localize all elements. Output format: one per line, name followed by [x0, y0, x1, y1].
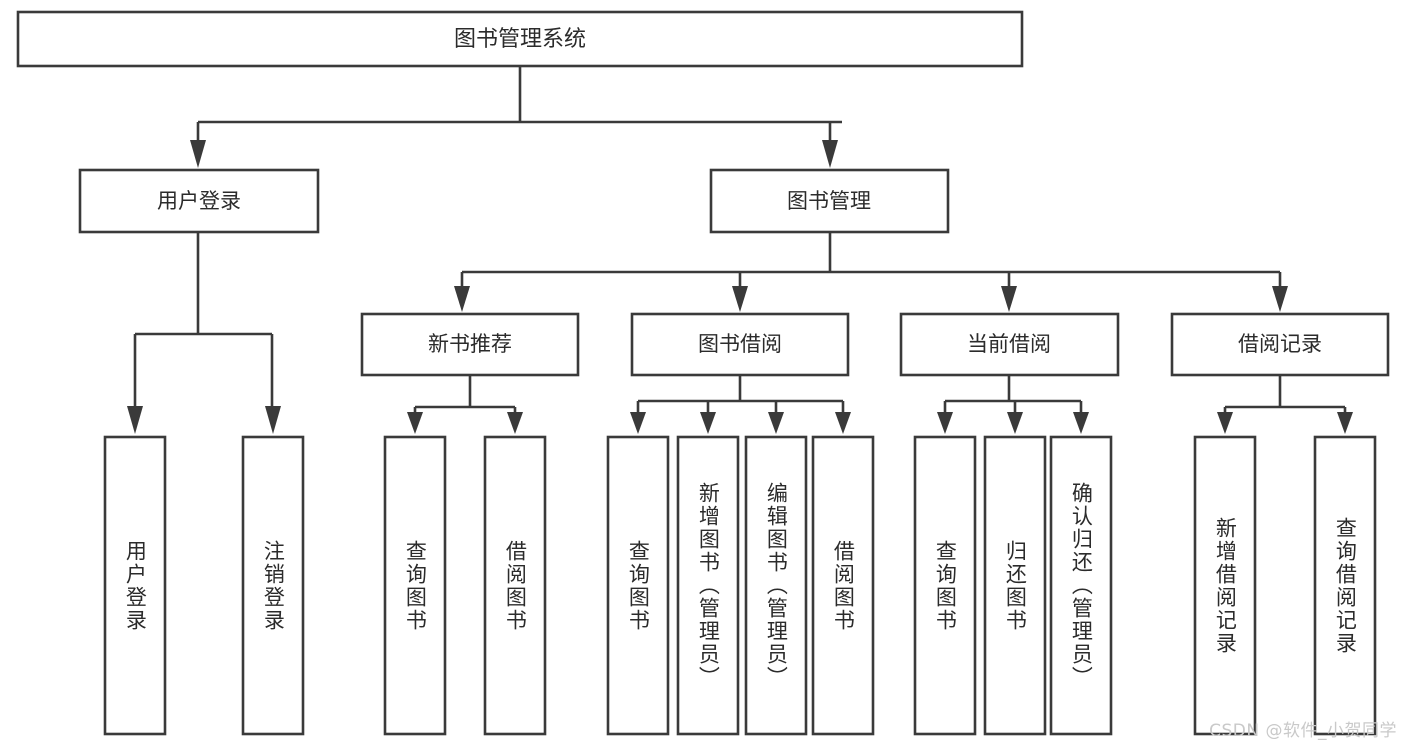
node-book-manage-label: 图书管理: [787, 189, 871, 213]
node-new-book-recommend-label: 新书推荐: [428, 332, 512, 356]
arrowhead-to-leaf-confirm-return: [1073, 412, 1089, 434]
leaf-box-group: [103, 435, 1377, 736]
arrowhead-to-new-book-recommend: [454, 286, 470, 312]
leaf-add-record-box[interactable]: [1193, 435, 1257, 736]
leaf-borrow-book-1-box[interactable]: [483, 435, 547, 736]
connector-group-root: [190, 66, 842, 168]
arrowhead-to-leaf-borrow-book-1: [507, 412, 523, 434]
arrowhead-to-leaf-borrow-book-2: [835, 412, 851, 434]
connector-group-book-manage: [454, 232, 1288, 312]
connector-new-book-recommend-trunk: [413, 375, 517, 414]
node-book-borrow-label: 图书借阅: [698, 332, 782, 356]
connector-group-borrow-record: [1217, 375, 1353, 434]
node-user-login-label: 用户登录: [157, 189, 241, 213]
arrowhead-to-leaf-query-book-2: [630, 412, 646, 434]
node-book-manage[interactable]: 图书管理: [709, 168, 950, 234]
connector-user-login-trunk: [133, 232, 274, 408]
leaf-query-book-3-box[interactable]: [913, 435, 977, 736]
arrowhead-to-leaf-add-record: [1217, 412, 1233, 434]
leaf-return-book-box[interactable]: [983, 435, 1047, 736]
connector-group-new-book-recommend: [407, 375, 523, 434]
leaf-query-book-2-box[interactable]: [606, 435, 670, 736]
node-root[interactable]: 图书管理系统: [16, 10, 1024, 68]
arrowhead-to-leaf-query-book-1: [407, 412, 423, 434]
arrowhead-to-leaf-edit-book: [768, 412, 784, 434]
connector-book-borrow-trunk: [636, 375, 845, 414]
node-book-borrow-box[interactable]: [630, 312, 850, 377]
leaf-edit-book-box[interactable]: [744, 435, 808, 736]
arrowhead-to-leaf-logout: [265, 406, 281, 434]
leaf-user-login-box[interactable]: [103, 435, 167, 736]
arrowhead-to-leaf-query-record: [1337, 412, 1353, 434]
leaf-confirm-return-box[interactable]: [1049, 435, 1113, 736]
node-root-box[interactable]: [16, 10, 1024, 68]
connector-book-manage-trunk: [460, 232, 1282, 288]
arrowhead-to-borrow-record: [1272, 286, 1288, 312]
node-current-borrow[interactable]: 当前借阅: [899, 312, 1120, 377]
leaf-borrow-book-2-box[interactable]: [811, 435, 875, 736]
arrowhead-to-leaf-add-book: [700, 412, 716, 434]
node-current-borrow-box[interactable]: [899, 312, 1120, 377]
leaf-query-record-box[interactable]: [1313, 435, 1377, 736]
connector-group-user-login: [127, 232, 281, 434]
connector-group-book-borrow: [630, 375, 851, 434]
node-borrow-record-label: 借阅记录: [1238, 332, 1322, 356]
arrowhead-to-user-login: [190, 140, 206, 168]
connector-root-trunk: [196, 66, 842, 142]
leaf-query-book-1-box[interactable]: [383, 435, 447, 736]
node-user-login[interactable]: 用户登录: [78, 168, 320, 234]
arrowhead-to-current-borrow: [1001, 286, 1017, 312]
node-new-book-recommend[interactable]: 新书推荐: [360, 312, 580, 377]
node-user-login-box[interactable]: [78, 168, 320, 234]
leaf-logout-box[interactable]: [241, 435, 305, 736]
connector-current-borrow-trunk: [943, 375, 1083, 414]
node-root-label: 图书管理系统: [454, 27, 586, 52]
arrowhead-to-leaf-query-book-3: [937, 412, 953, 434]
leaf-add-book-box[interactable]: [676, 435, 740, 736]
node-borrow-record[interactable]: 借阅记录: [1170, 312, 1390, 377]
node-current-borrow-label: 当前借阅: [967, 332, 1051, 356]
node-book-manage-box[interactable]: [709, 168, 950, 234]
node-borrow-record-box[interactable]: [1170, 312, 1390, 377]
arrowhead-to-book-borrow: [732, 286, 748, 312]
connector-group-current-borrow: [937, 375, 1089, 434]
node-book-borrow[interactable]: 图书借阅: [630, 312, 850, 377]
node-new-book-recommend-box[interactable]: [360, 312, 580, 377]
arrowhead-to-book-manage: [822, 140, 838, 168]
arrowhead-to-leaf-user-login: [127, 406, 143, 434]
arrowhead-to-leaf-return-book: [1007, 412, 1023, 434]
connector-borrow-record-trunk: [1223, 375, 1347, 414]
